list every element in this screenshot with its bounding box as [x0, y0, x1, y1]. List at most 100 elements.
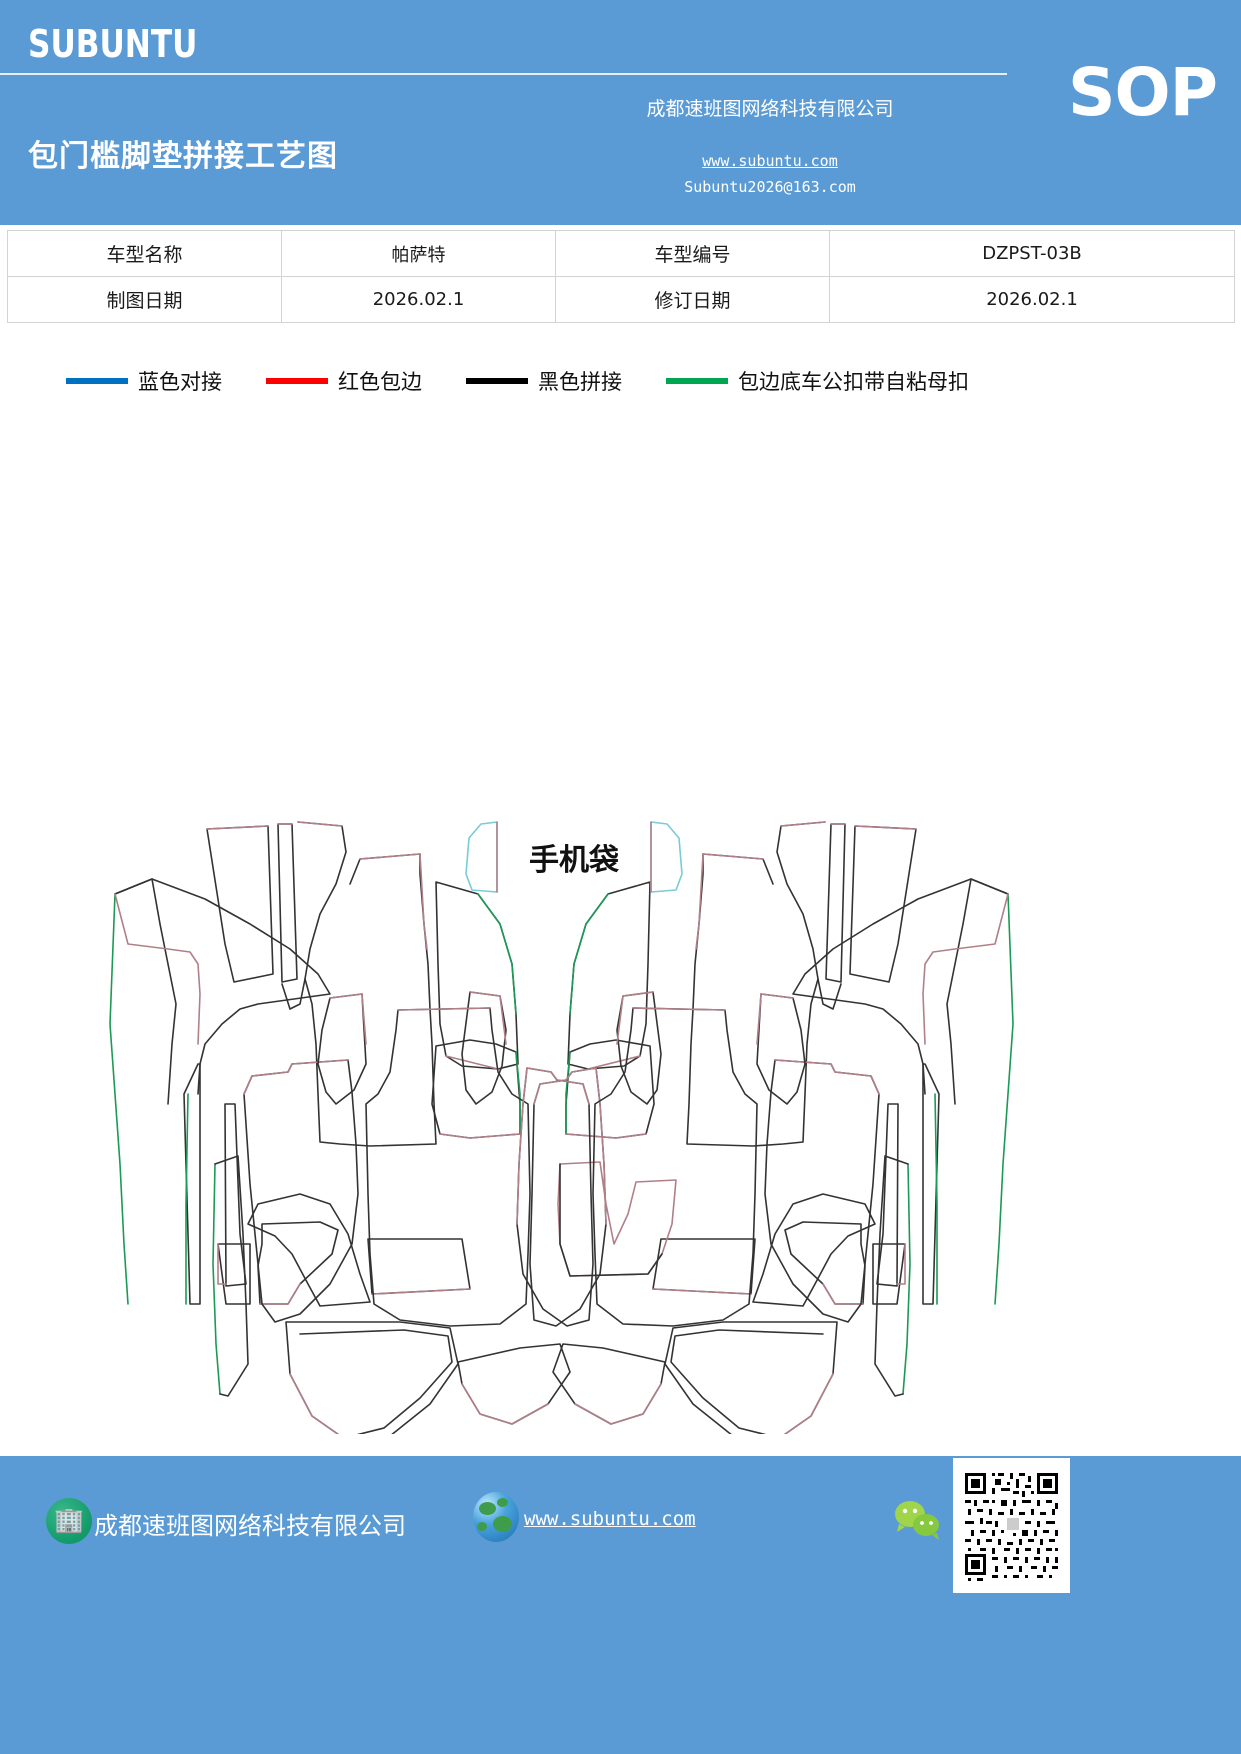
footer-website-link[interactable]: www.subuntu.com [524, 1508, 696, 1530]
stitch-color-legend: 蓝色对接 红色包边 黑色拼接 包边底车公扣带自粘母扣 [0, 358, 1241, 404]
piece-lower-step-right-red [896, 1243, 906, 1285]
label-draw-date: 制图日期 [7, 276, 282, 323]
legend-swatch-blue [66, 378, 128, 384]
piece-br-left-panel-red [516, 1067, 590, 1225]
piece-phone-pocket-left [465, 821, 498, 893]
piece-lower-zigzag-right-red [822, 1283, 864, 1305]
piece-bl-right-panel-red [533, 1067, 607, 1225]
header-website-link[interactable]: www.subuntu.com [702, 152, 838, 170]
piece-br-lowleft-red [574, 1383, 662, 1425]
piece-center-main-left [304, 853, 437, 1147]
page-title: 包门槛脚垫拼接工艺图 [28, 139, 338, 174]
piece-center-main-right [686, 853, 819, 1147]
brand-logo-text: SUBUNTU [28, 22, 198, 66]
piece-br-tab-right [756, 993, 806, 1105]
label-revision-date: 修订日期 [555, 276, 830, 323]
piece-centermat-right-red [587, 1055, 641, 1070]
top-left-panel-group [109, 821, 471, 1307]
piece-bl-tab-left-red [329, 993, 367, 1045]
piece-bl-tab-left [317, 993, 367, 1105]
legend-swatch-red [266, 378, 328, 384]
header-company-name: 成都速班图网络科技有限公司 [646, 99, 894, 120]
piece-centermat-right-green [569, 893, 609, 1015]
top-center-right-mat [565, 881, 655, 1139]
piece-left-main-top [114, 878, 331, 1095]
piece-seat-left-green [515, 1051, 521, 1135]
bottom-center-piece-group [557, 1161, 677, 1277]
piece-inner-vertical-left [224, 1103, 247, 1287]
piece-bl-side-panel-red [243, 1059, 349, 1095]
piece-mid-curve-left [247, 1193, 371, 1307]
piece-right-green-strip [994, 893, 1014, 1305]
piece-vert-green-left [185, 1093, 189, 1305]
legend-item-black: 黑色拼接 [466, 366, 622, 396]
piece-upper-narrow-left-top [206, 825, 269, 830]
piece-br-strip-outline [874, 1155, 909, 1397]
piece-upper-narrow-right-top [854, 825, 917, 830]
piece-bl-flare-red [289, 1373, 340, 1434]
value-model-code: DZPST-03B [829, 230, 1235, 277]
legend-swatch-black [466, 378, 528, 384]
document-header: SUBUNTU 包门槛脚垫拼接工艺图 成都速班图网络科技有限公司 www.sub… [0, 0, 1241, 225]
piece-inner-vertical-right [876, 1103, 899, 1287]
piece-lower-zigzag-left-red [259, 1283, 301, 1305]
piece-seat-right-red [565, 1133, 647, 1139]
piece-bl-flare-inner [299, 1329, 453, 1434]
wechat-icon [893, 1498, 941, 1540]
piece-upper-narrow-right [849, 825, 917, 983]
piece-center-main-right-red [695, 853, 764, 950]
legend-item-red: 红色包边 [266, 366, 422, 396]
value-model-name: 帕萨特 [281, 230, 556, 277]
label-model-code: 车型编号 [555, 230, 830, 277]
piece-bl-lowright-red [461, 1383, 549, 1425]
header-divider [0, 73, 1007, 75]
piece-br-flare-inner [670, 1329, 824, 1434]
piece-bottom-rect-right [652, 1238, 756, 1295]
piece-upper-narrow-right2 [825, 823, 846, 983]
piece-bottom-center-black [559, 1163, 663, 1277]
table-row: 车型名称 帕萨特 车型编号 DZPST-03B [7, 230, 1235, 277]
vehicle-info-table: 车型名称 帕萨特 车型编号 DZPST-03B 制图日期 2026.02.1 修… [7, 230, 1235, 323]
top-right-panel-group [652, 821, 1014, 1307]
piece-left-green-strip [109, 893, 129, 1305]
piece-bottom-rect-left [367, 1238, 471, 1295]
piece-seat-right-green [565, 1051, 571, 1135]
piece-mid-curve-right [752, 1193, 876, 1307]
piece-br-tab-right-red [756, 993, 794, 1045]
piece-br-side-panel-red [774, 1059, 880, 1095]
piece-bl-main-body [365, 1007, 531, 1327]
globe-icon [473, 1492, 519, 1542]
floor-mat-pattern-svg: 手机袋 [109, 821, 1014, 1434]
piece-vert-green-right [934, 1093, 938, 1305]
legend-label-blue: 蓝色对接 [138, 370, 222, 394]
piece-lower-step-left-red [217, 1243, 227, 1285]
piece-upper-curve-right-top [780, 821, 826, 827]
header-email: Subuntu2026@163.com [684, 178, 856, 196]
piece-bl-lowright [457, 1343, 571, 1425]
piece-upper-narrow-left [206, 825, 274, 983]
pattern-drawing-area: 手机袋 [0, 404, 1241, 1434]
piece-right-main-top [792, 878, 1009, 1095]
legend-swatch-green [666, 378, 728, 384]
piece-upper-curve-right [776, 821, 842, 1010]
piece-right-strip-outline [946, 878, 1009, 1105]
legend-label-red: 红色包边 [338, 370, 422, 394]
piece-centermat-left-green [477, 893, 517, 1015]
piece-seat-left-red [439, 1133, 521, 1139]
piece-br-green-strip [902, 1163, 911, 1395]
footer-company-name: 成都速班图网络科技有限公司 [94, 1514, 406, 1540]
qr-code[interactable] [953, 1458, 1070, 1593]
value-revision-date: 2026.02.1 [829, 276, 1235, 323]
piece-phone-pocket-right [650, 821, 683, 893]
piece-br-flare-red [783, 1373, 834, 1434]
piece-bl-green-strip [212, 1163, 221, 1395]
piece-br-tab-left-red [616, 991, 654, 1045]
bottom-right-mat-group [516, 991, 911, 1434]
piece-upper-narrow-left2 [277, 823, 298, 983]
piece-bottom-rect-right-red [652, 1288, 752, 1295]
legend-item-blue: 蓝色对接 [66, 366, 222, 396]
legend-item-green: 包边底车公扣带自粘母扣 [666, 366, 969, 396]
table-row: 制图日期 2026.02.1 修订日期 2026.02.1 [7, 276, 1235, 323]
piece-right-main-red-edge [922, 893, 1009, 1045]
